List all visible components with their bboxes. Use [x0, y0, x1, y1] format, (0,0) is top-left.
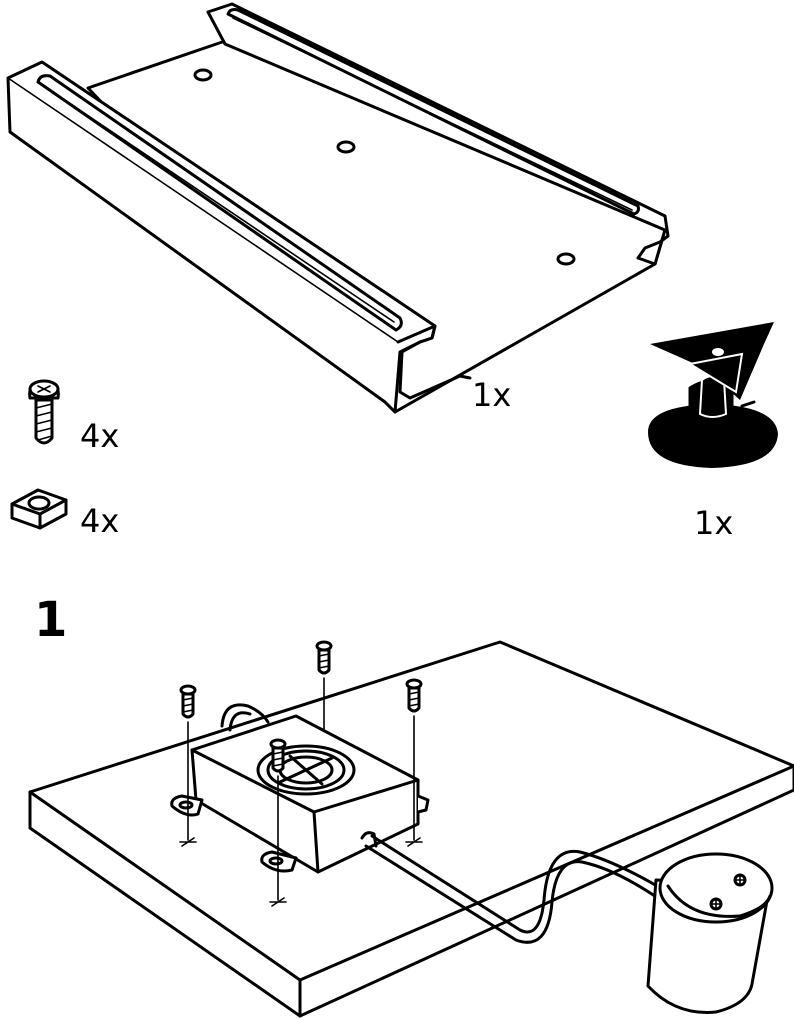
square-nut-quantity: 4x	[80, 502, 119, 540]
screw-quantity: 4x	[80, 417, 119, 455]
step-number: 1	[34, 592, 67, 648]
square-nut-icon	[12, 490, 66, 528]
wall-bracket-quantity: 1x	[694, 504, 733, 542]
step-1-illustration	[30, 642, 794, 1016]
mounting-rail-quantity: 1x	[472, 376, 511, 414]
mounting-rail	[8, 4, 668, 412]
wall-bracket-icon	[648, 322, 778, 468]
screw-icon	[30, 381, 59, 443]
lamp	[648, 854, 772, 1012]
